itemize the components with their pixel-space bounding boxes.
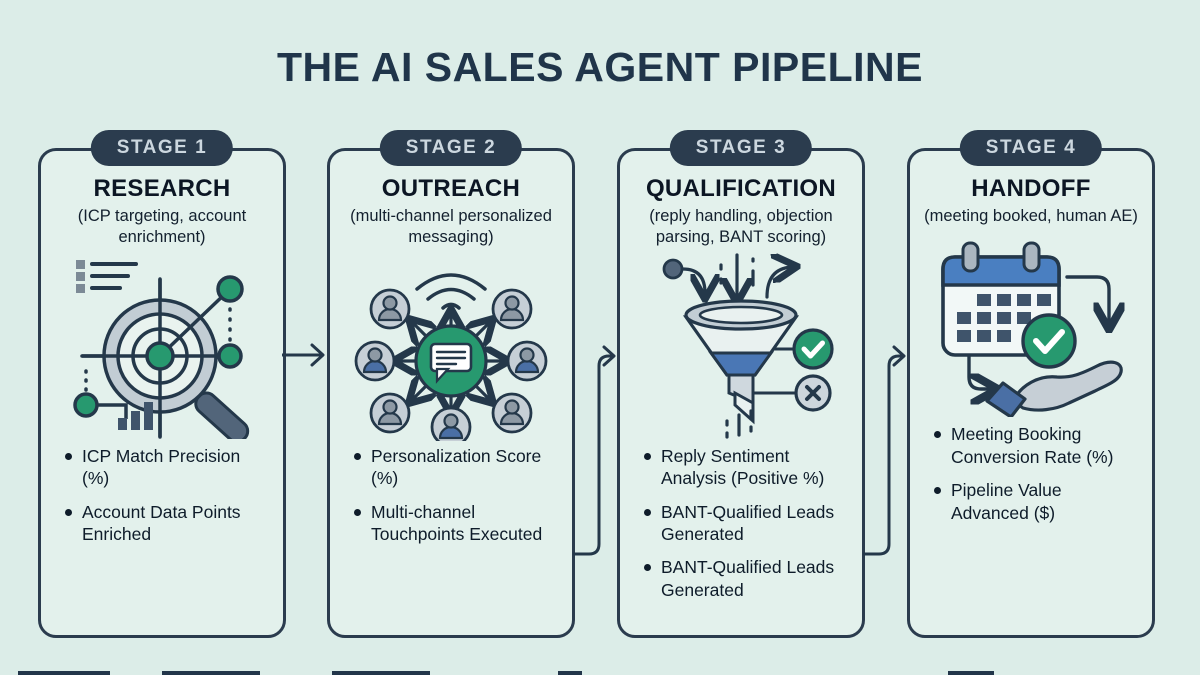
stage-4-badge: STAGE 4 [959, 130, 1103, 166]
cutoff-footer-text-fragment [948, 671, 994, 675]
stage-3-card: STAGE 3 QUALIFICATION (reply handling, o… [617, 130, 865, 638]
stage-1-card: STAGE 1 RESEARCH (ICP targeting, account… [38, 130, 286, 638]
list-item: BANT-Qualified Leads Generated [644, 556, 850, 601]
avatar-ne [491, 288, 533, 330]
avatar-w [354, 340, 396, 382]
cutoff-footer-text-fragment [332, 671, 430, 675]
stage-2-title: OUTREACH [381, 175, 521, 202]
stage-3-subtitle: (reply handling, objection parsing, BANT… [649, 207, 833, 247]
handoff-calendar-to-hand-icon [941, 241, 1137, 418]
list-item: ICP Match Precision (%) [65, 445, 271, 490]
outreach-broadcast-network-icon [354, 273, 548, 441]
avatar-s [430, 406, 472, 441]
stage-1-title: RESEARCH [93, 175, 231, 202]
stage-3-badge: STAGE 3 [669, 130, 813, 166]
stage-4-icon-area [910, 229, 1152, 419]
stage-3-metrics-list: Reply Sentiment Analysis (Positive %) BA… [620, 445, 862, 601]
list-item: Meeting Booking Conversion Rate (%) [934, 423, 1140, 468]
stage-4-metrics-list: Meeting Booking Conversion Rate (%) Pipe… [910, 423, 1152, 524]
stage-2-subtitle: (multi-channel personalized messaging) [350, 207, 552, 247]
stage-2-icon-area [330, 251, 572, 441]
avatar-e [506, 340, 548, 382]
research-target-magnifier-icon [72, 259, 249, 439]
stage-4-card: STAGE 4 HANDOFF (meeting booked, human A… [907, 130, 1155, 638]
qualification-funnel-icon [662, 253, 834, 439]
avatar-se [491, 392, 533, 434]
stage-4-subtitle: (meeting booked, human AE) [924, 207, 1138, 225]
stage2-to-stage3-arrow-connector [573, 345, 616, 556]
stage3-to-stage4-arrow-connector [863, 345, 906, 556]
stage-4-title: HANDOFF [971, 175, 1091, 202]
stage-3-title: QUALIFICATION [645, 175, 837, 202]
stage-2-metrics-list: Personalization Score (%) Multi-channel … [330, 445, 572, 546]
stage-3-icon-area [620, 251, 862, 441]
list-item: Multi-channel Touchpoints Executed [354, 501, 560, 546]
stage-1-icon-area [41, 251, 283, 441]
stage-2-card: STAGE 2 OUTREACH (multi-channel personal… [327, 130, 575, 638]
cutoff-footer-text-fragment [162, 671, 260, 675]
stage-1-subtitle: (ICP targeting, account enrichment) [77, 207, 247, 247]
stage-1-metrics-list: ICP Match Precision (%) Account Data Poi… [41, 445, 283, 546]
cutoff-footer-text-fragment [558, 671, 582, 675]
list-item: Account Data Points Enriched [65, 501, 271, 546]
stage-1-badge: STAGE 1 [90, 130, 234, 166]
stage1-to-stage2-arrow-connector [282, 343, 325, 367]
stage-2-badge: STAGE 2 [379, 130, 523, 166]
cutoff-footer-text-fragment [18, 671, 110, 675]
list-item: BANT-Qualified Leads Generated [644, 501, 850, 546]
avatar-nw [369, 288, 411, 330]
list-item: Pipeline Value Advanced ($) [934, 479, 1140, 524]
list-item: Personalization Score (%) [354, 445, 560, 490]
avatar-sw [369, 392, 411, 434]
list-item: Reply Sentiment Analysis (Positive %) [644, 445, 850, 490]
page-title: THE AI SALES AGENT PIPELINE [276, 44, 924, 90]
